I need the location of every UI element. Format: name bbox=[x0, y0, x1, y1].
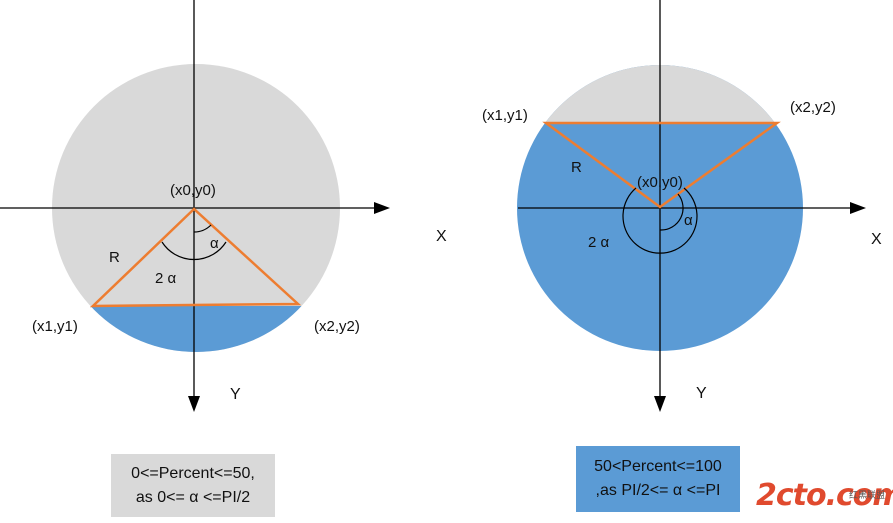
left-y-axis-label: Y bbox=[230, 386, 241, 403]
right-condition-line2: ,as PI/2<= α <=PI bbox=[595, 482, 721, 499]
right-radius-label: R bbox=[571, 159, 582, 176]
left-center-label: (x0,y0) bbox=[170, 182, 216, 199]
right-circle-diagram: (x0,y0) (x1,y1) (x2,y2) R α 2 α X X Y bbox=[436, 0, 882, 412]
left-chord-triangle bbox=[89, 207, 302, 308]
left-radius-label: R bbox=[109, 249, 120, 266]
watermark-subtitle: 红黑联盟 bbox=[849, 491, 886, 501]
right-center-label: (x0,y0) bbox=[637, 174, 683, 191]
left-double-angle-arc bbox=[161, 241, 227, 261]
right-y-axis-arrow bbox=[654, 396, 666, 412]
left-p2-label: (x2,y2) bbox=[314, 318, 360, 335]
right-p1-label: (x1,y1) bbox=[482, 107, 528, 124]
right-condition-box: 50<Percent<=100 ,as PI/2<= α <=PI bbox=[576, 446, 740, 512]
right-double-angle-label: 2 α bbox=[588, 234, 610, 251]
left-angle-arc bbox=[193, 224, 212, 233]
left-angle-label: α bbox=[210, 235, 219, 252]
right-p2-label: (x2,y2) bbox=[790, 99, 836, 116]
left-condition-line2: as 0<= α <=PI/2 bbox=[135, 488, 251, 506]
left-condition-box: 0<=Percent<=50, as 0<= α <=PI/2 bbox=[111, 454, 275, 517]
left-double-angle-label: 2 α bbox=[155, 270, 177, 287]
right-x-axis-arrow bbox=[850, 202, 866, 214]
right-x-axis-label-left: X bbox=[436, 228, 447, 245]
left-x-axis-arrow bbox=[374, 202, 390, 214]
right-chord-triangle bbox=[542, 121, 781, 209]
left-circle-filled-segment bbox=[52, 306, 340, 352]
right-x-axis-label-right: X bbox=[871, 231, 882, 248]
watermark-logo: 2cto.com bbox=[756, 478, 893, 513]
left-p1-label: (x1,y1) bbox=[32, 318, 78, 335]
left-condition-line1: 0<=Percent<=50, bbox=[131, 464, 255, 482]
right-angle-arc bbox=[659, 193, 684, 231]
watermark: 2cto.com 红黑联盟 bbox=[756, 478, 893, 518]
right-double-angle-arc bbox=[622, 187, 698, 254]
left-y-axis-arrow bbox=[188, 396, 200, 412]
right-angle-label: α bbox=[684, 212, 693, 229]
left-circle-diagram: (x0,y0) (x1,y1) (x2,y2) R α 2 α Y bbox=[0, 0, 390, 412]
right-y-axis-label: Y bbox=[696, 385, 707, 402]
right-condition-line1: 50<Percent<=100 bbox=[594, 458, 722, 475]
